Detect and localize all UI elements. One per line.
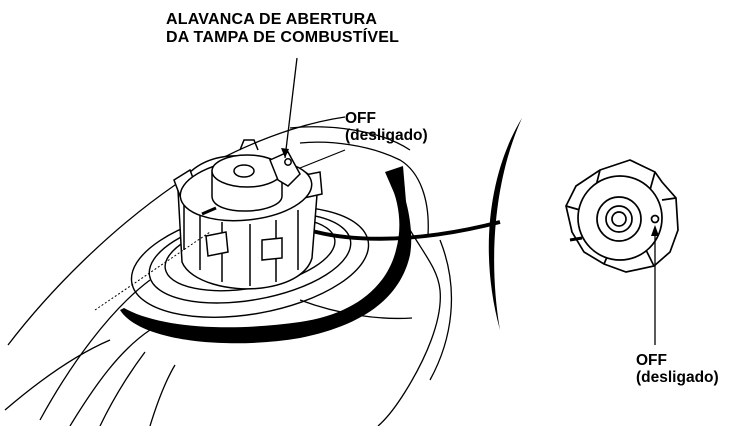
off-top-pointer (299, 149, 346, 169)
lever-label-line2: DA TAMPA DE COMBUSTÍVEL (166, 28, 400, 46)
lever-leader-line (284, 57, 298, 159)
off-top-line1: OFF (345, 110, 376, 127)
rotation-arrow (120, 166, 412, 344)
magnifier-crescent (488, 118, 522, 330)
fuel-cap-lever-label: ALAVANCA DE ABERTURA DA TAMPA DE COMBUST… (166, 11, 399, 47)
off-right-line2: (desligado) (636, 369, 719, 387)
hidden-edge-dashed (94, 231, 211, 311)
cap-top-view-detail (565, 159, 679, 273)
lever-label-line1: ALAVANCA DE ABERTURA (166, 11, 378, 28)
off-label-top: OFF (desligado) (345, 110, 428, 145)
off-label-right: OFF (desligado) (636, 352, 719, 387)
off-right-line1: OFF (636, 352, 667, 369)
fuel-cap (173, 139, 323, 290)
off-top-line2: (desligado) (345, 127, 428, 145)
